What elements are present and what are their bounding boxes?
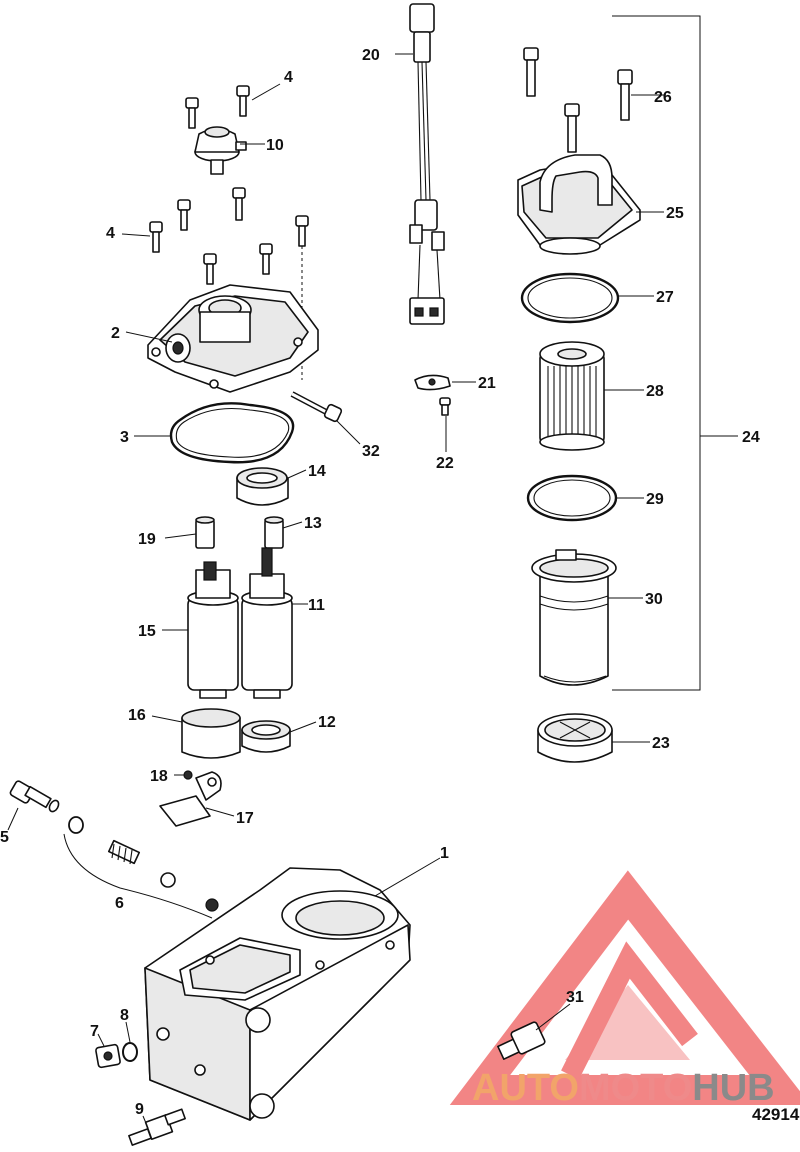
callout-2: 2	[111, 325, 120, 342]
part-30-filter-bowl	[531, 549, 617, 686]
part-8-o-ring	[122, 1042, 138, 1062]
callout-labels: 1 2 3 4 4 5 6 7 8 9 10 11 12 13 14 15 16…	[0, 47, 760, 1118]
callout-13: 13	[304, 515, 322, 532]
part-5-fitting	[9, 780, 60, 813]
part-31-fitting	[497, 1021, 546, 1060]
watermark-text: AUTOMOTOHUB	[472, 1067, 775, 1109]
part-20-wire-harness	[409, 3, 445, 325]
callout-3: 3	[120, 429, 129, 446]
callout-30: 30	[645, 591, 663, 608]
part-22-screw	[439, 397, 451, 416]
callout-31: 31	[566, 989, 584, 1006]
part-15-fuel-pump	[187, 561, 239, 699]
part-25-filter-cover	[517, 154, 641, 255]
part-21-bracket	[414, 374, 451, 391]
part-4-screws	[149, 85, 309, 285]
callout-26: 26	[654, 89, 672, 106]
watermark-logo	[449, 870, 800, 1105]
part-18-nut	[183, 770, 193, 780]
part-23-cap	[537, 713, 613, 763]
part-29-o-ring	[526, 474, 618, 522]
callout-9: 9	[135, 1101, 144, 1118]
watermark-auto: AUTO	[472, 1067, 579, 1109]
callout-24: 24	[742, 429, 760, 446]
leader-lines	[7, 53, 666, 1129]
callout-4-top: 4	[284, 69, 293, 86]
callout-20: 20	[362, 47, 380, 64]
callout-5: 5	[0, 829, 9, 846]
part-6-check-valve-kit	[63, 816, 219, 919]
part-19-sleeve	[195, 516, 215, 549]
callout-27: 27	[656, 289, 674, 306]
part-28-filter-element	[539, 341, 605, 451]
callout-11: 11	[308, 597, 325, 614]
part-9-fitting	[128, 1108, 186, 1146]
callout-15: 15	[138, 623, 156, 640]
part-12-seal	[241, 720, 291, 753]
callout-8: 8	[120, 1007, 129, 1024]
part-1-housing	[144, 867, 411, 1121]
part-7-plug	[95, 1043, 121, 1069]
callout-28: 28	[646, 383, 664, 400]
svg-text:AUTOMOTOHUB: AUTOMOTOHUB	[472, 1067, 775, 1109]
part-10-pressure-regulator	[194, 126, 247, 175]
callout-14: 14	[308, 463, 326, 480]
part-14-collar	[236, 467, 289, 506]
part-27-o-ring	[520, 272, 620, 324]
part-13-sleeve	[264, 516, 284, 549]
part-32-screw	[290, 391, 343, 423]
part-11-fuel-pump	[241, 547, 293, 699]
callout-25: 25	[666, 205, 684, 222]
callout-10: 10	[266, 137, 284, 154]
bracket-24	[612, 15, 738, 691]
callout-6: 6	[115, 895, 124, 912]
part-16-sleeve	[181, 708, 241, 759]
callout-4-left: 4	[106, 225, 115, 242]
part-2-cover	[147, 284, 319, 393]
callout-19: 19	[138, 531, 156, 548]
figure-number: 42914	[752, 1105, 800, 1124]
callout-1: 1	[440, 845, 449, 862]
callout-23: 23	[652, 735, 670, 752]
watermark-moto: MOTO	[579, 1067, 692, 1109]
part-17-bracket	[159, 771, 222, 827]
callout-22: 22	[436, 455, 454, 472]
part-3-gasket	[169, 402, 295, 464]
callout-12: 12	[318, 714, 336, 731]
callout-29: 29	[646, 491, 664, 508]
part-26-screws	[523, 47, 633, 153]
callout-16: 16	[128, 707, 146, 724]
callout-18: 18	[150, 768, 168, 785]
callout-21: 21	[478, 375, 496, 392]
callout-7: 7	[90, 1023, 99, 1040]
callout-17: 17	[236, 810, 254, 827]
watermark-hub: HUB	[692, 1067, 774, 1109]
callout-32: 32	[362, 443, 380, 460]
